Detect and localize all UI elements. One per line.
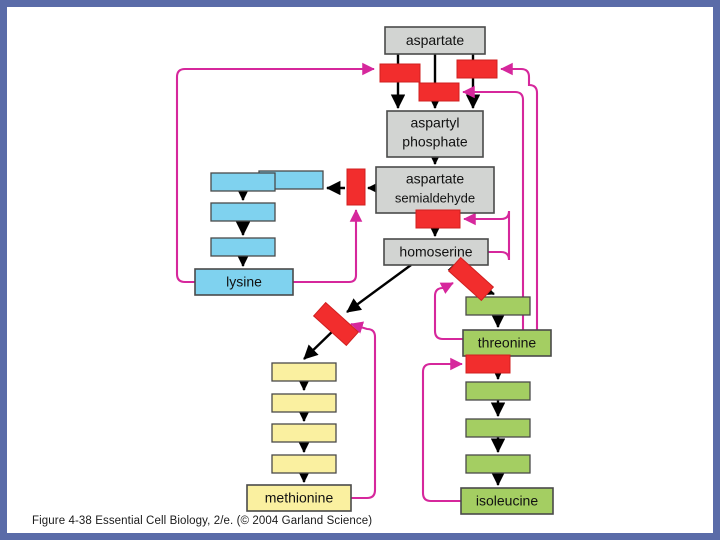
- node-aspartate-label: aspartate: [406, 32, 465, 48]
- methionine-branch-group: methionine: [246, 362, 352, 512]
- feedback-lysine-to-lysine-branch-enzyme: [293, 209, 363, 284]
- feedback-threonine-to-aspartate-kinase-2: [462, 85, 525, 330]
- node-aspartyl-phosphate-label-line1: aspartyl: [410, 115, 459, 131]
- pathway-diagram: aspartate aspartyl phosphate aspartate s…: [175, 26, 554, 515]
- node-aspartate-semialdehyde[interactable]: aspartate semialdehyde: [375, 166, 495, 214]
- feedback-isoleucine-to-isoleucine-branch-enzyme: [421, 357, 463, 503]
- node-homoserine-label: homoserine: [399, 244, 472, 260]
- intermediate-methionine-1[interactable]: [271, 362, 337, 382]
- threonine-isoleucine-branch-group: threonine isoleucine: [460, 296, 554, 515]
- intermediate-lysine-3[interactable]: [210, 202, 276, 222]
- feedback-inhibition-group: [175, 62, 539, 503]
- inhibitor-bar-aspartate-kinase-3[interactable]: [456, 59, 498, 79]
- feedback-lysine-to-aspartate-kinase-1: [175, 62, 375, 284]
- node-aspartyl-phosphate-label-line2: phosphate: [402, 134, 468, 150]
- intermediate-isoleucine-1[interactable]: [465, 381, 531, 401]
- intermediate-lysine-2[interactable]: [210, 237, 276, 257]
- inhibitor-bar-homoserine-dehydrogenase[interactable]: [415, 209, 461, 229]
- node-aspartate-semialdehyde-label-line1: aspartate: [406, 171, 465, 187]
- inhibitor-bar-methionine-branch-enzyme[interactable]: [312, 301, 360, 347]
- intermediate-threonine-1[interactable]: [465, 296, 531, 316]
- feedback-homoserine-to-homoserine-dehydrogenase: [463, 210, 511, 261]
- node-isoleucine[interactable]: isoleucine: [460, 487, 554, 515]
- precursor-nodes-group: aspartate aspartyl phosphate aspartate s…: [375, 26, 495, 266]
- node-threonine-label: threonine: [478, 335, 537, 351]
- inhibitor-bars-group: [312, 59, 511, 374]
- node-lysine[interactable]: lysine: [194, 268, 294, 296]
- intermediate-methionine-4[interactable]: [271, 454, 337, 474]
- node-aspartate-semialdehyde-label-line2: semialdehyde: [395, 190, 475, 205]
- node-methionine-label: methionine: [265, 490, 334, 506]
- node-isoleucine-label: isoleucine: [476, 493, 538, 509]
- intermediate-isoleucine-3[interactable]: [465, 454, 531, 474]
- inhibitor-bar-aspartate-kinase-1[interactable]: [379, 63, 421, 83]
- node-aspartate[interactable]: aspartate: [384, 26, 486, 55]
- node-homoserine[interactable]: homoserine: [383, 238, 489, 266]
- node-methionine[interactable]: methionine: [246, 484, 352, 512]
- lysine-branch-group: lysine: [194, 170, 324, 296]
- inhibitor-bar-aspartate-kinase-2[interactable]: [418, 82, 460, 102]
- node-threonine[interactable]: threonine: [462, 329, 552, 357]
- feedback-threonine-to-threonine-branch-enzyme: [433, 282, 463, 341]
- figure-canvas-background: aspartate aspartyl phosphate aspartate s…: [7, 7, 713, 533]
- inhibitor-bar-isoleucine-branch-enzyme[interactable]: [465, 354, 511, 374]
- inhibitor-bar-threonine-branch-enzyme[interactable]: [447, 256, 495, 302]
- node-aspartyl-phosphate[interactable]: aspartyl phosphate: [386, 110, 484, 158]
- node-lysine-label: lysine: [226, 274, 262, 290]
- intermediate-isoleucine-2[interactable]: [465, 418, 531, 438]
- arrow-homoserine-to-methionine-branch: [346, 264, 412, 313]
- figure-caption: Figure 4-38 Essential Cell Biology, 2/e.…: [32, 515, 373, 527]
- feedback-threonine-to-aspartate-kinase-3: [500, 62, 539, 330]
- inhibitor-bar-lysine-branch-enzyme[interactable]: [346, 168, 366, 206]
- intermediate-lysine-4[interactable]: [210, 172, 276, 192]
- intermediate-methionine-2[interactable]: [271, 393, 337, 413]
- intermediate-methionine-3[interactable]: [271, 423, 337, 443]
- feedback-methionine-to-methionine-branch-enzyme: [350, 321, 377, 500]
